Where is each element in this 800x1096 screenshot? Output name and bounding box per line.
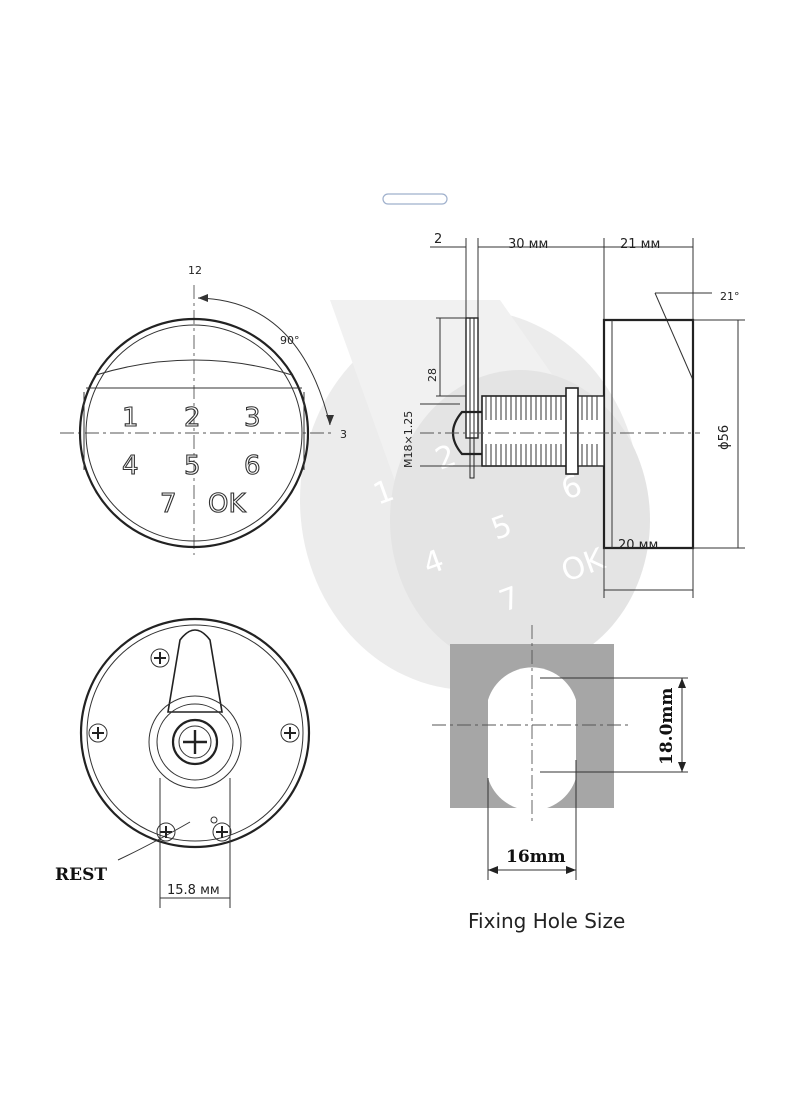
dim-diameter: ϕ56 <box>717 425 732 450</box>
nut <box>565 387 579 475</box>
front-key-ok: OK <box>208 489 246 519</box>
front-key-5: 5 <box>184 451 201 481</box>
fixing-hole-diagram: 18.0mm 16mm Fixing Hole Size <box>432 625 688 933</box>
rear-knob-outline <box>79 617 311 849</box>
top-pill-marker <box>382 193 448 205</box>
front-dim-right: 3 <box>340 428 347 441</box>
dim-body-length: 30 мм <box>508 237 548 252</box>
rear-dim-width: 15.8 мм <box>167 883 220 898</box>
threaded-shaft <box>481 395 569 467</box>
dim-angle: 21° <box>720 290 740 303</box>
front-knob-outline <box>78 317 310 549</box>
dim-flange: 2 <box>434 232 442 247</box>
rotation-arc <box>197 297 331 426</box>
dim-bottom: 20 мм <box>618 538 658 553</box>
front-key-7: 7 <box>160 489 177 519</box>
front-key-3: 3 <box>244 403 261 433</box>
fixing-hole-caption: Fixing Hole Size <box>468 909 625 933</box>
dim-knob-depth: 21 мм <box>620 237 660 252</box>
rest-label: REST <box>55 865 107 885</box>
dim-thread: M18×1.25 <box>402 411 415 468</box>
mounting-screws <box>88 648 300 842</box>
front-key-1: 1 <box>122 403 139 433</box>
hole-height-dim: 18.0mm <box>657 688 677 765</box>
rear-view: 15.8 мм REST <box>55 617 311 908</box>
front-key-4: 4 <box>122 451 139 481</box>
front-key-2: 2 <box>184 403 201 433</box>
hole-width-dim: 16mm <box>506 847 566 867</box>
front-dim-top: 12 <box>188 264 202 277</box>
dim-height: 28 <box>426 368 439 382</box>
front-key-6: 6 <box>244 451 261 481</box>
front-dim-angle: 90° <box>280 334 300 347</box>
cam-lever <box>167 629 223 713</box>
front-view: 12 3 90° 1 2 3 4 5 6 7 OK <box>60 264 347 555</box>
